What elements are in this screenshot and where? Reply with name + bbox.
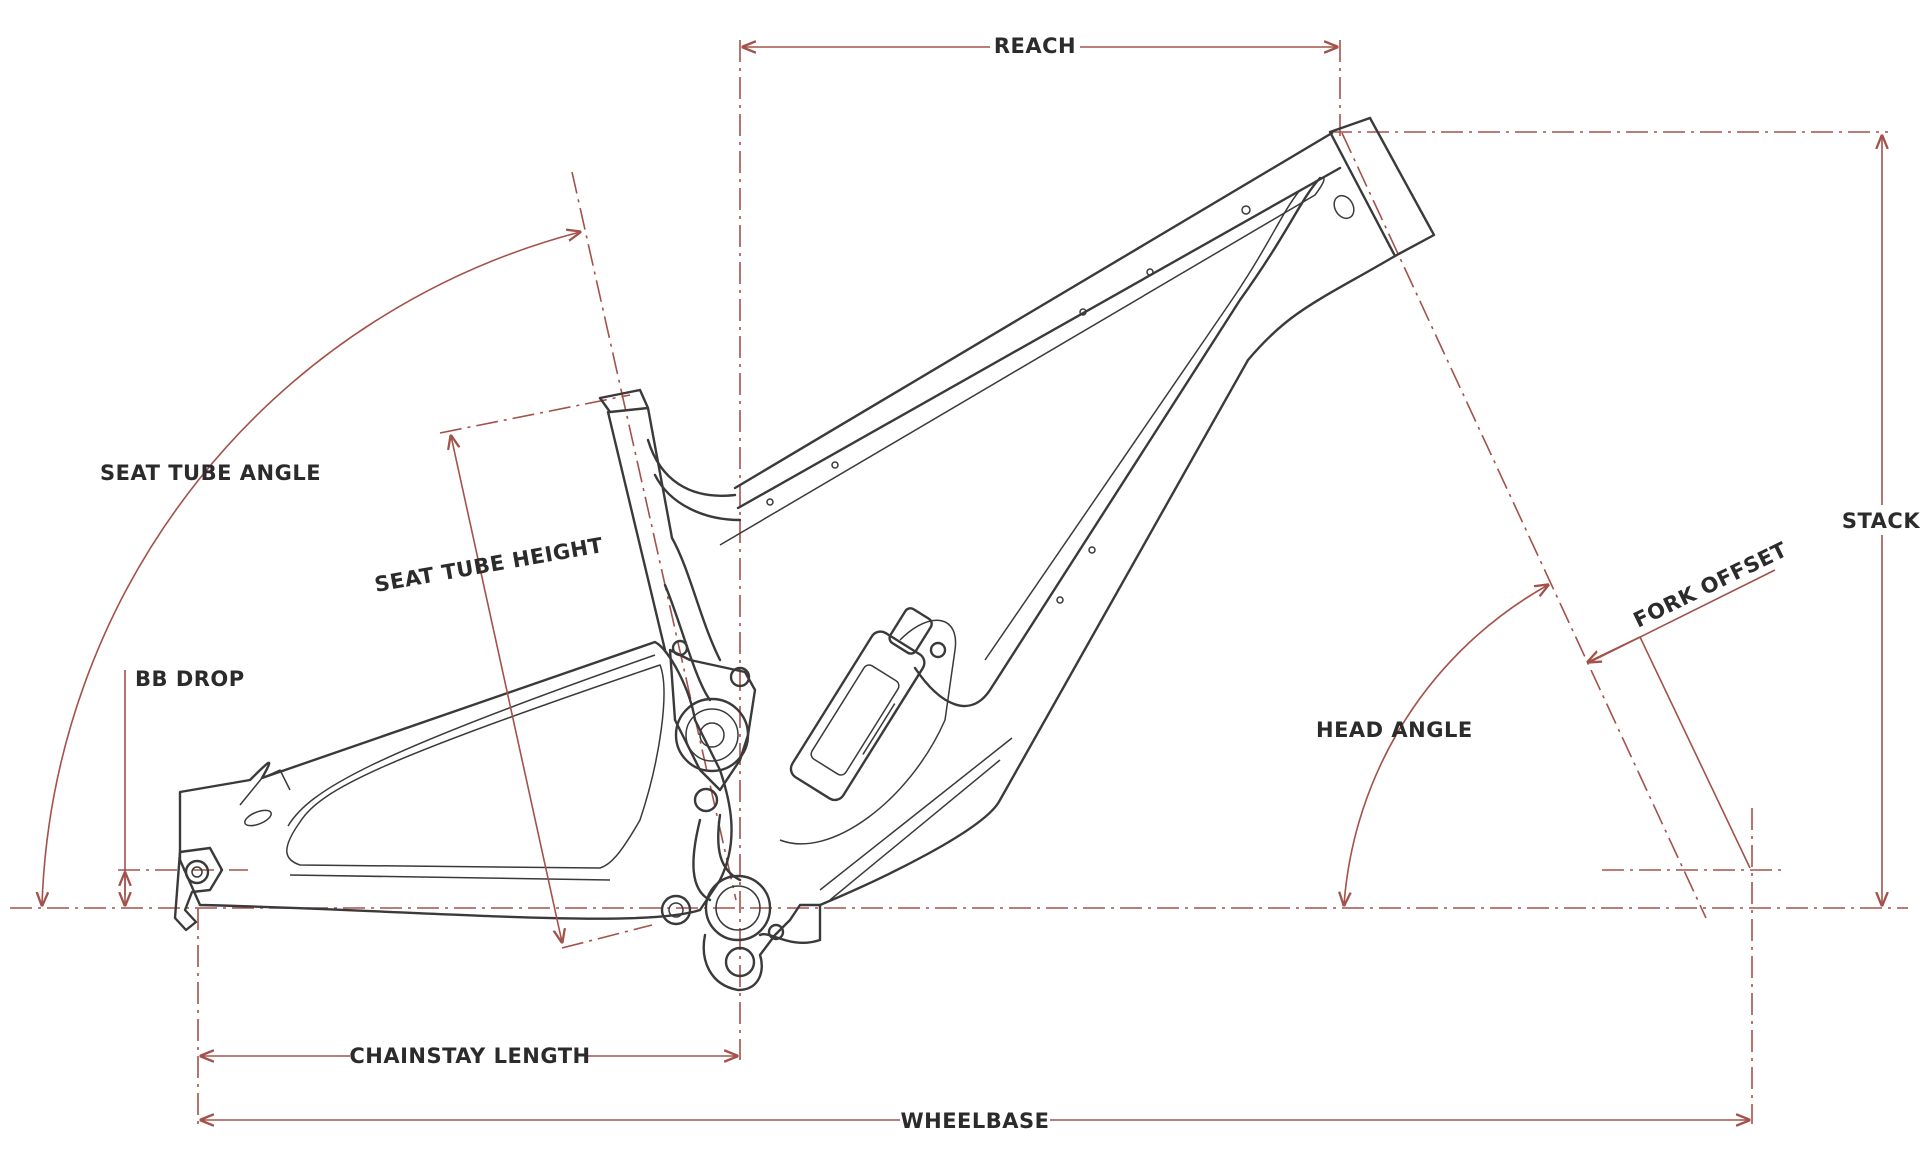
lower-shock-mount	[724, 946, 756, 978]
top-tube-inner	[719, 176, 1325, 546]
rear-axle-center	[191, 866, 203, 878]
brake-tab	[239, 769, 291, 806]
bottom-bracket-inner	[715, 885, 761, 931]
cable-guide	[1241, 205, 1251, 215]
reach-label: REACH	[994, 34, 1076, 58]
top-tube	[733, 131, 1342, 510]
rocker-link	[668, 648, 757, 792]
steering-axis-line	[1341, 132, 1707, 919]
wheelbase-label: WHEELBASE	[900, 1109, 1049, 1133]
rocker-pivot-front	[729, 666, 751, 688]
bb-lower-shell	[702, 903, 822, 992]
cable-guide	[1088, 546, 1096, 554]
seat-tube-angle-arc	[42, 232, 580, 905]
cable-guide	[1079, 308, 1087, 316]
cable-guides	[766, 205, 1251, 604]
fork-offset-leader	[1639, 636, 1751, 869]
down-tube	[818, 176, 1397, 907]
bike-frame-drawing	[173, 116, 1436, 992]
chainring	[674, 697, 750, 773]
cable-guide	[1146, 268, 1154, 276]
head-tube-port	[1333, 194, 1355, 220]
reference-lines	[10, 40, 1908, 1124]
chainring-spider	[699, 722, 725, 748]
seat-tube	[598, 388, 674, 652]
bb-drop-label: BB DROP	[135, 667, 245, 691]
rocker-pivot-top	[671, 639, 689, 657]
seat-stay-brace	[646, 438, 742, 522]
stack-label-bg	[1842, 505, 1920, 535]
reach-label-bg	[990, 30, 1080, 60]
shock-eyelet	[888, 607, 933, 655]
chainstay-label-bg	[350, 1040, 585, 1070]
rear-axle	[184, 859, 210, 885]
head-angle-arc	[1344, 585, 1548, 905]
down-tube-inner	[984, 189, 1301, 661]
lower-link-pivot	[693, 787, 719, 813]
labels: REACH STACK SEAT TUBE ANGLE SEAT TUBE HE…	[100, 30, 1920, 1134]
shock-upper-mount	[929, 641, 947, 659]
idler-pulley	[660, 894, 692, 926]
wheelbase-label-bg	[900, 1104, 1050, 1134]
shock-body	[789, 630, 926, 802]
shock-adjuster	[862, 703, 896, 755]
shock-reservoir	[810, 664, 900, 776]
chainring-inner	[685, 708, 739, 762]
seat-tube-height-bottom-line	[561, 924, 653, 949]
fork-offset-label: FORK OFFSET	[1630, 537, 1791, 632]
stack-label: STACK	[1842, 509, 1920, 533]
rear-triangle-inner	[286, 664, 665, 869]
seat-tube-height-top-line	[439, 394, 631, 434]
fork-offset-arrow	[1588, 636, 1641, 662]
head-tube	[1328, 116, 1436, 258]
seat-tube-height-label: SEAT TUBE HEIGHT	[373, 533, 605, 597]
dimension-lines	[42, 47, 1882, 1120]
bb-mount-bolt	[767, 923, 785, 941]
rear-triangle-inner-2	[287, 654, 656, 881]
bottom-bracket	[704, 874, 772, 942]
head-angle-label: HEAD ANGLE	[1316, 718, 1473, 742]
cable-guide	[831, 461, 839, 469]
brake-mount	[244, 809, 272, 827]
down-tube-guard	[819, 737, 1013, 901]
idler-pulley-center	[668, 902, 684, 918]
rear-shock	[789, 607, 933, 802]
seat-tube-angle-label: SEAT TUBE ANGLE	[100, 461, 321, 485]
cable-guide	[1056, 596, 1064, 604]
chainstay-length-label: CHAINSTAY LENGTH	[349, 1044, 590, 1068]
shock-mount-outline	[779, 619, 957, 845]
cable-guide	[766, 498, 774, 506]
